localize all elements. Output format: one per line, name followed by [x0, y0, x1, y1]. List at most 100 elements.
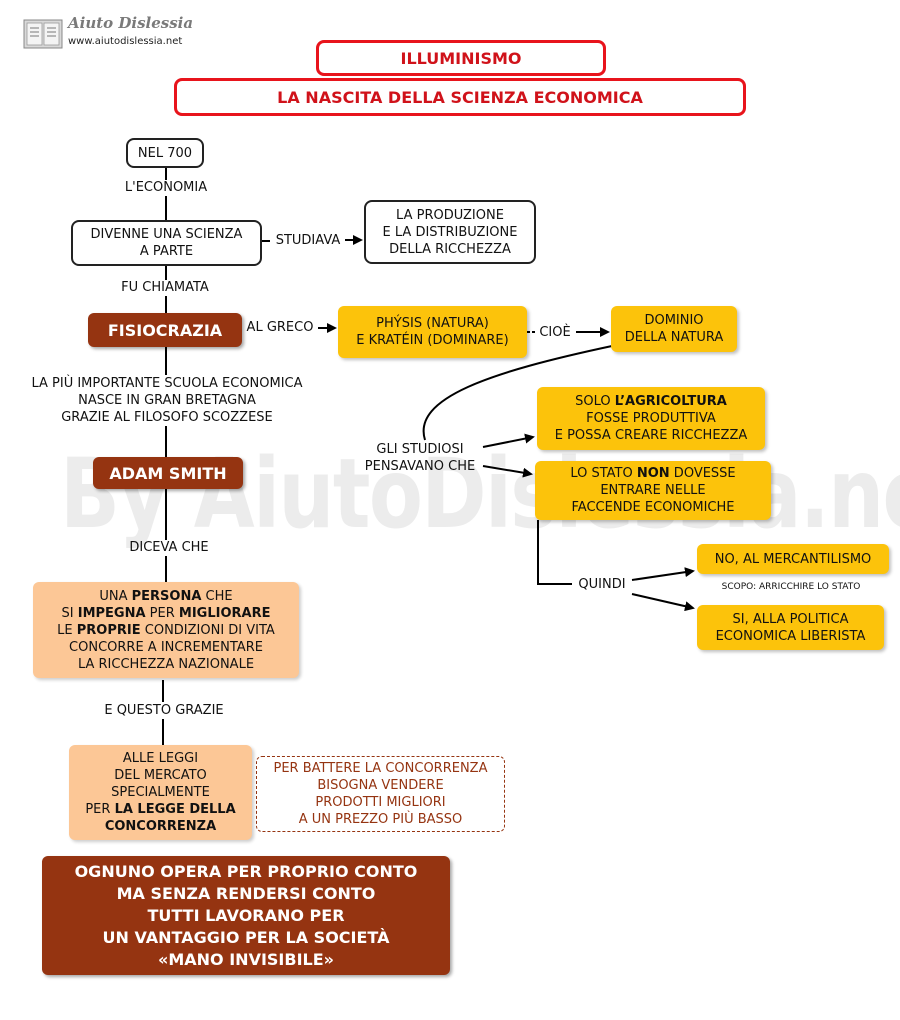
node-leggi-line-4: PER LA LEGGE DELLA: [85, 801, 235, 818]
link-al-greco: AL GRECO: [246, 320, 314, 335]
node-persona-line-1: UNA PERSONA CHE: [99, 588, 232, 605]
node-leggi-line-3: SPECIALMENTE: [111, 785, 210, 800]
node-persona-line-5: LA RICCHEZZA NAZIONALE: [77, 656, 255, 672]
persona-l3-post: CONDIZIONI DI VITA: [140, 622, 275, 638]
node-liberista-line-2: ECONOMICA LIBERISTA: [715, 628, 866, 644]
node-persona-line-2: SI IMPEGNA PER MIGLIORARE: [62, 605, 271, 622]
node-stato-line-3: FACCENDE ECONOMICHE: [571, 500, 735, 515]
link-diceva-che: DICEVA CHE: [129, 540, 209, 555]
node-scienza-line-2: A PARTE: [139, 244, 194, 259]
arrow-quindi-mercantilismo: [631, 567, 695, 581]
node-liberista-line-1: SI, ALLA POLITICA: [732, 611, 849, 627]
node-agricoltura-line-1: SOLO L’AGRICOLTURA: [575, 393, 727, 410]
page-subtitle: LA NASCITA DELLA SCIENZA ECONOMICA: [174, 78, 746, 116]
link-fu-chiamata: FU CHIAMATA: [121, 280, 209, 295]
note-concorrenza-line-2: BISOGNA VENDERE: [317, 778, 444, 793]
node-stato: LO STATO NON DOVESSE ENTRARE NELLE FACCE…: [535, 461, 771, 520]
agricoltura-bold: L’AGRICOLTURA: [614, 394, 727, 409]
arrow-studiosi-agricoltura: [482, 433, 535, 448]
link-quindi: QUINDI: [578, 577, 626, 592]
node-conclusione-line-3: TUTTI LAVORANO PER: [147, 905, 345, 925]
book-logo-icon: [23, 19, 63, 49]
persona-l3-pre: LE: [57, 622, 77, 638]
curve-dominio-studiosi: [422, 345, 613, 441]
persona-l1-bold: PERSONA: [131, 588, 202, 604]
node-persona-line-4: CONCORRE A INCREMENTARE: [69, 639, 263, 655]
line-stato-quindi: [537, 520, 572, 585]
node-stato-line-1: LO STATO NON DOVESSE: [570, 465, 735, 482]
node-conclusione-line-1: OGNUNO OPERA PER PROPRIO CONTO: [74, 861, 418, 881]
node-produzione: LA PRODUZIONE E LA DISTRIBUZIONE DELLA R…: [364, 200, 536, 264]
node-dominio-line-2: DELLA NATURA: [624, 330, 724, 345]
link-cioe: CIOÈ: [539, 325, 571, 340]
node-physis-line-2: E KRATÉIN (DOMINARE): [356, 333, 509, 348]
node-leggi-line-5: CONCORRENZA: [104, 819, 217, 834]
node-persona: UNA PERSONA CHE SI IMPEGNA PER MIGLIORAR…: [33, 582, 299, 678]
node-conclusione-line-5: «MANO INVISIBILE»: [158, 949, 334, 969]
node-conclusione-line-2: MA SENZA RENDERSI CONTO: [116, 883, 376, 903]
link-studiosi-line-1: GLI STUDIOSI: [376, 442, 464, 457]
link-economia: L'ECONOMIA: [124, 180, 208, 195]
node-produzione-line-3: DELLA RICCHEZZA: [389, 241, 511, 257]
page-title: ILLUMINISMO: [316, 40, 606, 76]
node-agricoltura-line-2: FOSSE PRODUTTIVA: [586, 411, 716, 426]
arrow-studiosi-stato: [482, 465, 533, 478]
persona-l1-pre: UNA: [99, 588, 132, 604]
persona-l2-bold2: MIGLIORARE: [178, 605, 271, 621]
stato-pre: LO STATO: [570, 466, 637, 481]
leggi-l4-pre: PER: [85, 802, 115, 817]
node-produzione-line-1: LA PRODUZIONE: [396, 207, 504, 223]
link-scuola-line-1: LA PIÙ IMPORTANTE SCUOLA ECONOMICA: [31, 376, 303, 391]
persona-l2-pre: SI: [61, 605, 78, 621]
link-studiosi: GLI STUDIOSI PENSAVANO CHE: [352, 441, 488, 475]
persona-l1-post: CHE: [201, 588, 233, 604]
node-conclusione-line-4: UN VANTAGGIO PER LA SOCIETÀ: [102, 927, 390, 947]
node-produzione-line-2: E LA DISTRIBUZIONE: [382, 224, 518, 240]
link-scuola: LA PIÙ IMPORTANTE SCUOLA ECONOMICA NASCE…: [12, 375, 322, 426]
note-concorrenza-line-4: A UN PREZZO PIÙ BASSO: [298, 812, 463, 827]
node-adam-smith-text: ADAM SMITH: [109, 463, 227, 483]
logo: Aiuto Dislessia www.aiutodislessia.net: [22, 14, 194, 54]
note-concorrenza-line-1: PER BATTERE LA CONCORRENZA: [273, 761, 488, 776]
node-mercantilismo-text: NO, AL MERCANTILISMO: [714, 551, 872, 567]
node-persona-line-3: LE PROPRIE CONDIZIONI DI VITA: [57, 622, 275, 639]
node-agricoltura: SOLO L’AGRICOLTURA FOSSE PRODUTTIVA E PO…: [537, 387, 765, 450]
logo-name: Aiuto Dislessia: [68, 14, 194, 32]
node-leggi: ALLE LEGGI DEL MERCATO SPECIALMENTE PER …: [69, 745, 252, 840]
logo-url: www.aiutodislessia.net: [68, 36, 183, 47]
node-dominio-line-1: DOMINIO: [644, 313, 704, 328]
link-studiosi-line-2: PENSAVANO CHE: [364, 459, 476, 474]
link-scuola-line-2: NASCE IN GRAN BRETAGNA: [78, 393, 256, 408]
agricoltura-pre: SOLO: [575, 394, 615, 409]
persona-l3-bold: PROPRIE: [76, 622, 141, 638]
node-leggi-line-1: ALLE LEGGI: [122, 751, 199, 766]
node-fisiocrazia-text: FISIOCRAZIA: [107, 320, 223, 340]
persona-l2-bold1: IMPEGNA: [77, 605, 146, 621]
page-title-text: ILLUMINISMO: [400, 48, 522, 68]
node-nel-700: NEL 700: [126, 138, 204, 168]
link-questo-grazie: E QUESTO GRAZIE: [104, 703, 224, 718]
link-studiava: STUDIAVA: [275, 233, 341, 248]
stato-post: DOVESSE: [669, 466, 736, 481]
node-physis-line-1: PHÝSIS (NATURA): [376, 316, 489, 331]
persona-l2-mid: PER: [145, 605, 179, 621]
page-subtitle-text: LA NASCITA DELLA SCIENZA ECONOMICA: [277, 87, 643, 107]
note-concorrenza: PER BATTERE LA CONCORRENZA BISOGNA VENDE…: [256, 756, 505, 832]
note-concorrenza-line-3: PRODOTTI MIGLIORI: [315, 795, 446, 810]
node-fisiocrazia: FISIOCRAZIA: [88, 313, 242, 347]
node-adam-smith: ADAM SMITH: [93, 457, 243, 489]
link-scuola-line-3: GRAZIE AL FILOSOFO SCOZZESE: [61, 410, 273, 425]
node-mercantilismo: NO, AL MERCANTILISMO: [697, 544, 889, 574]
leggi-l4-bold: LA LEGGE DELLA: [114, 802, 236, 817]
node-liberista: SI, ALLA POLITICA ECONOMICA LIBERISTA: [697, 605, 884, 650]
node-dominio: DOMINIO DELLA NATURA: [611, 306, 737, 352]
node-scienza: DIVENNE UNA SCIENZA A PARTE: [71, 220, 262, 266]
node-leggi-line-2: DEL MERCATO: [114, 768, 207, 783]
arrow-quindi-liberista: [631, 593, 695, 612]
node-physis: PHÝSIS (NATURA) E KRATÉIN (DOMINARE): [338, 306, 527, 358]
node-conclusione: OGNUNO OPERA PER PROPRIO CONTO MA SENZA …: [42, 856, 450, 975]
node-agricoltura-line-3: E POSSA CREARE RICCHEZZA: [554, 428, 748, 443]
note-scopo: SCOPO: ARRICCHIRE LO STATO: [721, 582, 861, 592]
node-scienza-line-1: DIVENNE UNA SCIENZA: [90, 227, 243, 242]
